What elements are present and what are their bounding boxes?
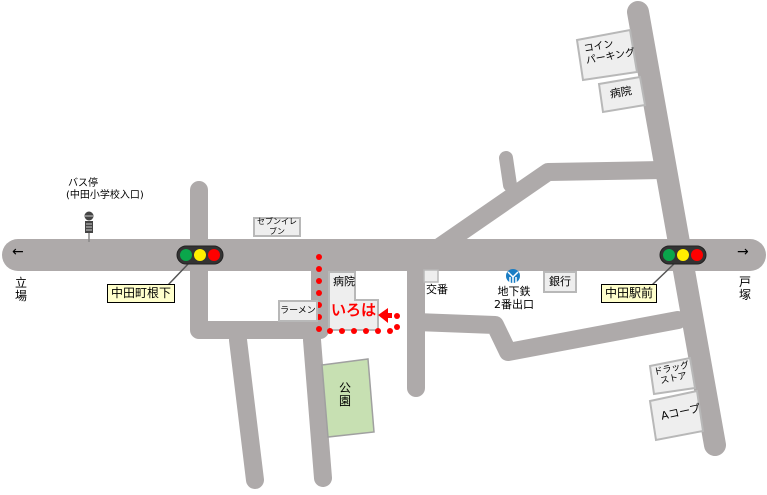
west-label-line1: 立 — [14, 276, 27, 290]
road-east-vertical — [627, 1, 726, 456]
bus-stop-subtitle: (中田小学校入口) — [66, 189, 144, 201]
bus-stop-icon — [84, 211, 94, 242]
a-coop-building — [648, 389, 705, 442]
subway-icon — [506, 269, 520, 283]
hospital-near-label: 病院 — [333, 275, 355, 288]
park-label-line1: 公 — [338, 381, 351, 395]
ramen-building: ラーメン — [278, 300, 318, 322]
park-label: 公 園 — [338, 381, 352, 409]
subway-label-line1: 地下鉄 — [497, 285, 531, 298]
park-label-line2: 園 — [338, 394, 351, 409]
police-box-building — [423, 269, 439, 283]
route-arrow-icon — [378, 308, 392, 323]
east-destination-label: 戸 塚 — [738, 275, 752, 303]
coin-parking-building — [575, 28, 639, 82]
signal-label-nakata-ekimae: 中田駅前 — [601, 284, 658, 303]
subway-exit-label: 地下鉄 2番出口 — [494, 285, 534, 311]
west-label-line2: 場 — [14, 289, 27, 304]
hospital-north-building — [597, 75, 647, 114]
traffic-signal-icon — [167, 245, 224, 286]
walking-route — [316, 254, 400, 334]
signal-label-nakata-chonege: 中田町根下 — [107, 284, 176, 303]
bank-building: 銀行 — [543, 271, 577, 293]
park-area — [321, 358, 375, 438]
traffic-signal-icon — [651, 245, 707, 286]
road-diagonal — [426, 161, 671, 259]
police-box-label: 交番 — [426, 283, 448, 296]
seven-eleven-building: セブンイレブン — [253, 217, 301, 237]
road-south-1 — [229, 331, 264, 489]
road-south-2 — [303, 331, 332, 487]
bus-stop-label: バス停 (中田小学校入口) — [66, 178, 144, 201]
east-label-line1: 戸 — [738, 275, 751, 289]
bus-stop-title: バス停 — [68, 178, 98, 189]
road-stub — [499, 151, 517, 192]
west-arrow-icon: ← — [12, 244, 24, 260]
destination-iroha-label: いろは — [331, 301, 377, 319]
drugstore-building — [648, 356, 697, 396]
road-east-branch — [407, 311, 687, 361]
west-destination-label: 立 場 — [14, 276, 28, 304]
east-arrow-icon: → — [737, 244, 749, 260]
east-label-line2: 塚 — [738, 288, 751, 303]
subway-label-line2: 2番出口 — [494, 297, 534, 311]
